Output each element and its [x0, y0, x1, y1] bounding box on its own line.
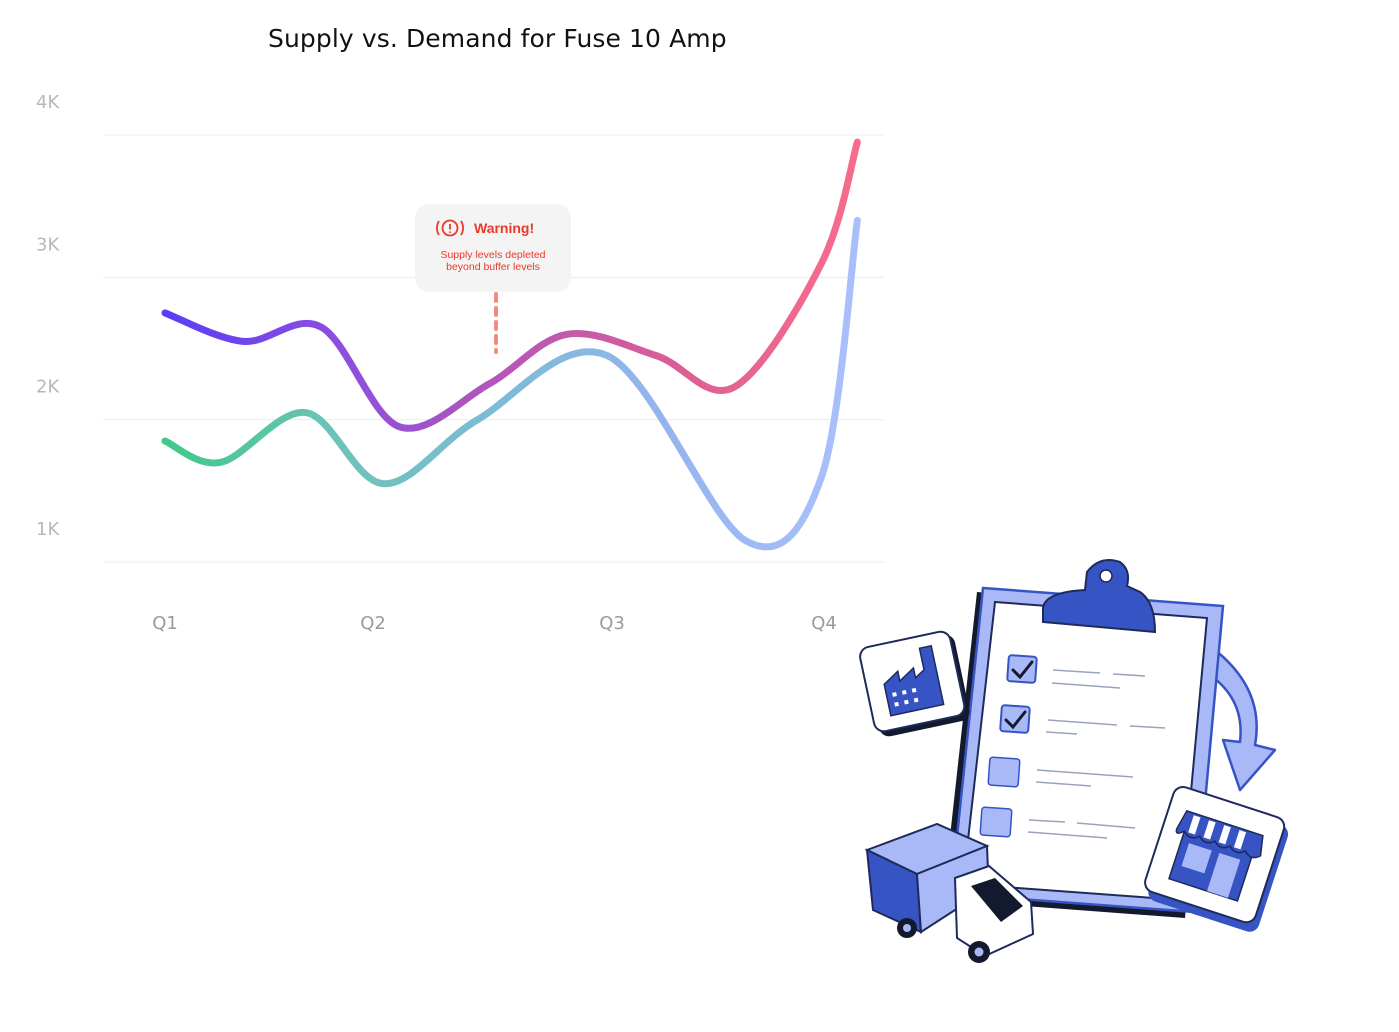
- series-line-1: [161, 138, 861, 432]
- warning-title: Warning!: [474, 220, 534, 236]
- delivery-truck-icon: [864, 822, 1035, 963]
- alert-circle-icon: [436, 219, 464, 237]
- checkbox-checked-icon: [1006, 654, 1038, 684]
- x-tick-label: Q3: [599, 613, 625, 634]
- checkbox-empty-icon: [987, 756, 1021, 788]
- y-tick-label: 2K: [36, 377, 60, 398]
- x-tick-label: Q4: [811, 613, 837, 634]
- warning-text-line-2: beyond buffer levels: [446, 261, 540, 273]
- supply-chain-checklist-illustration: [859, 559, 1289, 963]
- x-tick-label: Q1: [152, 613, 178, 634]
- warning-callout: Warning! Supply levels depleted beyond b…: [415, 204, 571, 354]
- factory-icon: [859, 630, 970, 737]
- checklist-text-lines: [1027, 669, 1166, 839]
- y-tick-label: 1K: [36, 519, 60, 540]
- series-line-2: [161, 216, 861, 551]
- y-tick-label: 4K: [36, 92, 60, 113]
- warning-tooltip-box: [415, 204, 571, 292]
- x-tick-label: Q2: [360, 613, 386, 634]
- y-axis-ticks: 1K 2K 3K 4K: [36, 92, 60, 540]
- y-tick-label: 3K: [36, 234, 60, 255]
- series-lines: [161, 138, 861, 551]
- line-chart: 1K 2K 3K 4K Q1 Q2 Q3 Q4 Warning! Supply levels…: [36, 92, 884, 634]
- x-axis-ticks: Q1 Q2 Q3 Q4: [152, 613, 837, 634]
- store-icon: [1144, 785, 1289, 932]
- chart-title: Supply vs. Demand for Fuse 10 Amp: [268, 24, 727, 53]
- warning-text-line-1: Supply levels depleted: [440, 249, 545, 261]
- checkbox-checked-icon: [999, 704, 1031, 734]
- checkbox-empty-icon: [979, 806, 1013, 838]
- curved-arrow-icon: [1208, 648, 1277, 792]
